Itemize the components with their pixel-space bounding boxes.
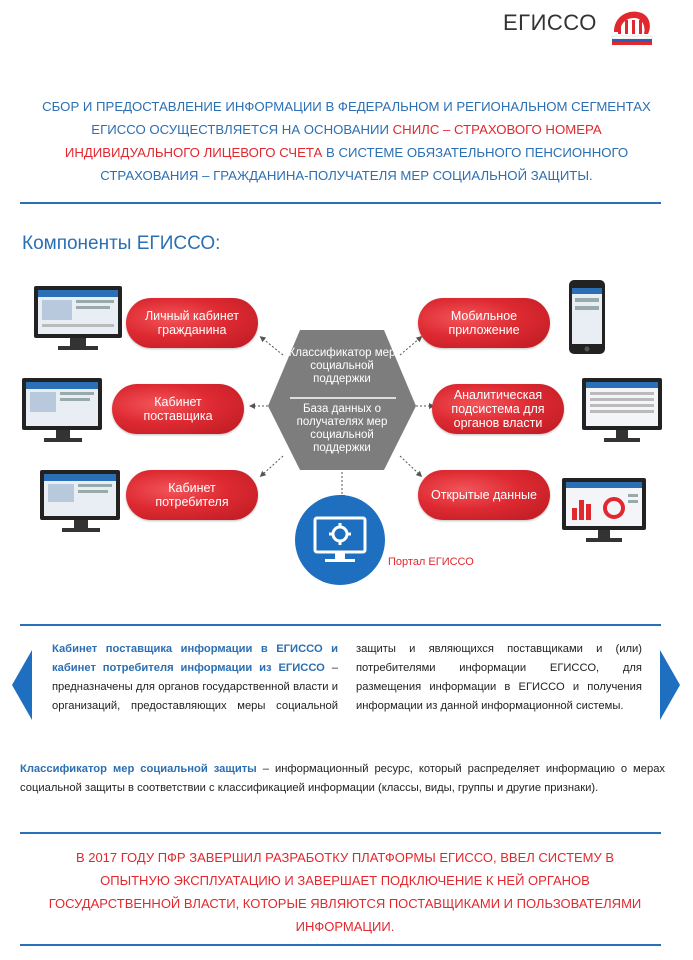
monitor-icon [582, 378, 662, 449]
right-arrow-icon [660, 650, 680, 720]
cabinet-description-bold: Кабинет поставщика информации в ЕГИССО и… [52, 643, 338, 674]
components-diagram [249, 330, 435, 585]
pill-consumer-cabinet[interactable]: Кабинет потребителя [126, 470, 258, 520]
final-statement: В 2017 году ПФР завершил разработку плат… [48, 850, 642, 934]
central-hexagon [268, 330, 416, 470]
monitor-icon [20, 378, 104, 449]
divider [20, 202, 661, 204]
intro-part1: Сбор и предоставление информации в федер… [42, 99, 651, 137]
intro-part3: в системе обязательного пенсионного стра… [100, 145, 629, 183]
portal-label: Портал ЕГИССО [388, 556, 474, 568]
cabinet-description-text: – предназначены для органов государствен… [52, 643, 642, 712]
logo-text: ЕГИССО [503, 10, 597, 35]
intro-snils: СНИЛС – страхового номера индивидуальног… [64, 122, 602, 160]
cabinet-description: Кабинет поставщика информации в ЕГИССО и… [52, 640, 642, 740]
connector [259, 455, 284, 478]
divider [20, 832, 661, 834]
components-title: Компоненты ЕГИССО: [22, 233, 221, 254]
database-label: База данных о получателях мер социальной… [296, 403, 388, 454]
pill-citizen-cabinet[interactable]: Личный кабинет гражданина [126, 298, 258, 348]
pfr-logo-icon [608, 6, 656, 48]
connector [399, 336, 423, 356]
connector [259, 336, 284, 356]
left-arrow-icon [12, 650, 32, 720]
pill-supplier-cabinet[interactable]: Кабинет поставщика [112, 384, 244, 434]
pill-analytics[interactable]: Аналитическая подсистема для органов вла… [432, 384, 564, 434]
monitor-icon [562, 478, 646, 549]
monitor-icon [32, 286, 124, 357]
classifier-description-bold: Классификатор мер социальной защиты [20, 763, 257, 775]
smartphone-icon [569, 280, 605, 359]
connector [399, 455, 423, 478]
monitor-icon [38, 470, 122, 539]
classifier-label: Классификатор мер социальной поддержки [288, 347, 396, 385]
pill-open-data[interactable]: Открытые данные [418, 470, 550, 520]
classifier-description: Классификатор мер социальной защиты – ин… [20, 760, 665, 798]
divider [20, 624, 661, 626]
intro-paragraph: Сбор и предоставление информации в федер… [30, 95, 663, 187]
pill-mobile-app[interactable]: Мобильное приложение [418, 298, 550, 348]
divider [20, 944, 661, 946]
classifier-description-text: – информационный ресурс, который распред… [20, 763, 666, 794]
